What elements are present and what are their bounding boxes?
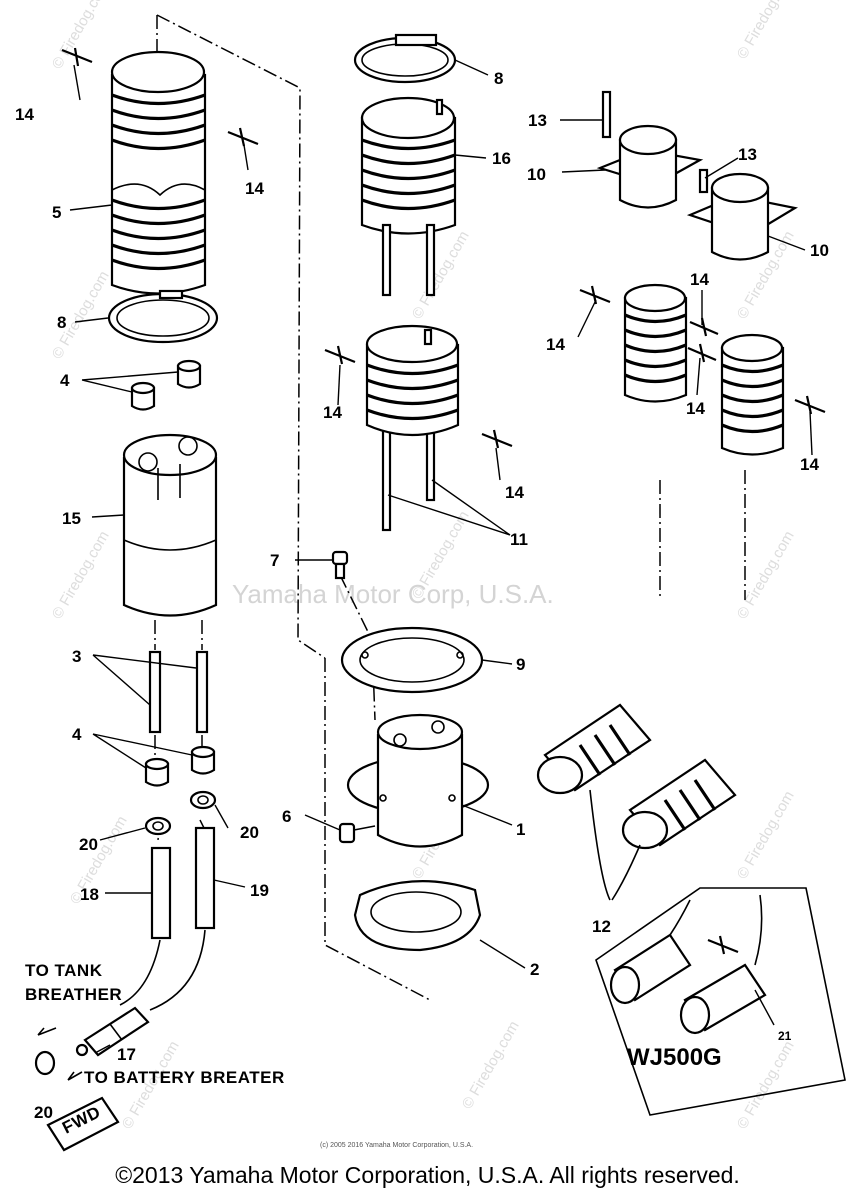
arrow-icon <box>67 1071 83 1081</box>
site-watermark: © Firedog.com <box>734 1038 798 1132</box>
model-variant-label: WJ500G <box>627 1044 722 1071</box>
callout-14: 14 <box>505 483 524 502</box>
callout-6: 6 <box>282 807 291 826</box>
callout-14: 14 <box>245 179 264 198</box>
callout-18: 18 <box>80 885 99 904</box>
part-7-screw <box>331 550 349 580</box>
callout-19: 19 <box>250 881 269 900</box>
part-5-bellows <box>110 50 207 295</box>
copyright-notice: ©2013 Yamaha Motor Corporation, U.S.A. A… <box>115 1162 740 1188</box>
site-watermark: © Firedog.com <box>734 788 798 882</box>
callout-10: 10 <box>810 241 829 260</box>
fwd-arrow-icon: FWD <box>46 1096 120 1152</box>
site-watermark: © Firedog.com <box>734 0 798 62</box>
callout-8: 8 <box>57 313 66 332</box>
callout-4: 4 <box>60 371 70 390</box>
fine-print: (c) 2005 2016 Yamaha Motor Corporation, … <box>320 1142 473 1149</box>
part-9-gasket <box>340 626 484 694</box>
site-watermark: © Firedog.com <box>49 0 113 72</box>
part-4-grommets-lower <box>144 745 216 787</box>
part-20-clips <box>34 790 217 1076</box>
callout-14: 14 <box>800 455 819 474</box>
callout-14: 14 <box>546 335 565 354</box>
part-16-lower-bellows <box>365 324 460 437</box>
callout-13: 13 <box>738 145 757 164</box>
callout-20: 20 <box>240 823 259 842</box>
callout-labels: 1 2 3 4 4 5 6 7 8 8 9 10 10 11 12 13 13 … <box>15 69 829 1122</box>
part-14-pins <box>61 47 826 955</box>
callout-14: 14 <box>686 399 705 418</box>
part-4-grommets-upper <box>130 359 202 411</box>
callout-16: 16 <box>492 149 511 168</box>
leader-lines <box>69 59 813 1054</box>
callout-3: 3 <box>72 647 81 666</box>
part-15-holder <box>122 433 218 617</box>
site-watermark: © Firedog.com <box>459 1018 523 1112</box>
callout-9: 9 <box>516 655 525 674</box>
callout-13: 13 <box>528 111 547 130</box>
part-6-nipple <box>338 822 376 844</box>
callout-11: 11 <box>510 530 528 549</box>
callout-1: 1 <box>516 820 525 839</box>
callout-21: 21 <box>778 1029 792 1043</box>
note-to-battery: TO BATTERY BREATER <box>84 1068 285 1087</box>
callout-20: 20 <box>79 835 98 854</box>
callout-15: 15 <box>62 509 81 528</box>
part-13-bolts <box>601 90 709 194</box>
callout-7: 7 <box>270 551 279 570</box>
part-3-rods <box>148 650 209 734</box>
part-8-clamp-center <box>353 33 457 84</box>
callout-5: 5 <box>52 203 61 222</box>
part-8-clamp-left <box>107 289 219 344</box>
callout-14: 14 <box>690 270 709 289</box>
arrow-icon <box>37 1027 57 1036</box>
part-1-collar <box>346 713 490 848</box>
site-watermark: © Firedog.com <box>409 228 473 322</box>
note-breather: BREATHER <box>25 985 122 1004</box>
part-16-bellows <box>360 96 457 235</box>
callout-14: 14 <box>323 403 342 422</box>
part-10-flanges <box>596 124 799 261</box>
center-watermark: Yamaha Motor Corp, U.S.A. <box>232 579 554 609</box>
right-bellows-pair <box>623 283 785 456</box>
callout-2: 2 <box>530 960 539 979</box>
routing-notes: TO TANK BREATHER TO BATTERY BREATER <box>25 961 285 1087</box>
note-to-tank: TO TANK <box>25 961 103 980</box>
callout-4: 4 <box>72 725 82 744</box>
callout-20: 20 <box>34 1103 53 1122</box>
part-18-19-hoses <box>119 826 216 1011</box>
wj500g-inset: WJ500G <box>595 887 846 1116</box>
site-watermark: © Firedog.com <box>734 528 798 622</box>
site-watermark: © Firedog.com <box>49 528 113 622</box>
callout-17: 17 <box>117 1045 136 1064</box>
part-12-ducts <box>536 703 737 901</box>
callout-8: 8 <box>494 69 503 88</box>
part-17-joint <box>75 1006 150 1057</box>
callout-12: 12 <box>592 917 611 936</box>
callout-14: 14 <box>15 105 34 124</box>
part-2-gasket <box>353 880 482 952</box>
callout-10: 10 <box>527 165 546 184</box>
